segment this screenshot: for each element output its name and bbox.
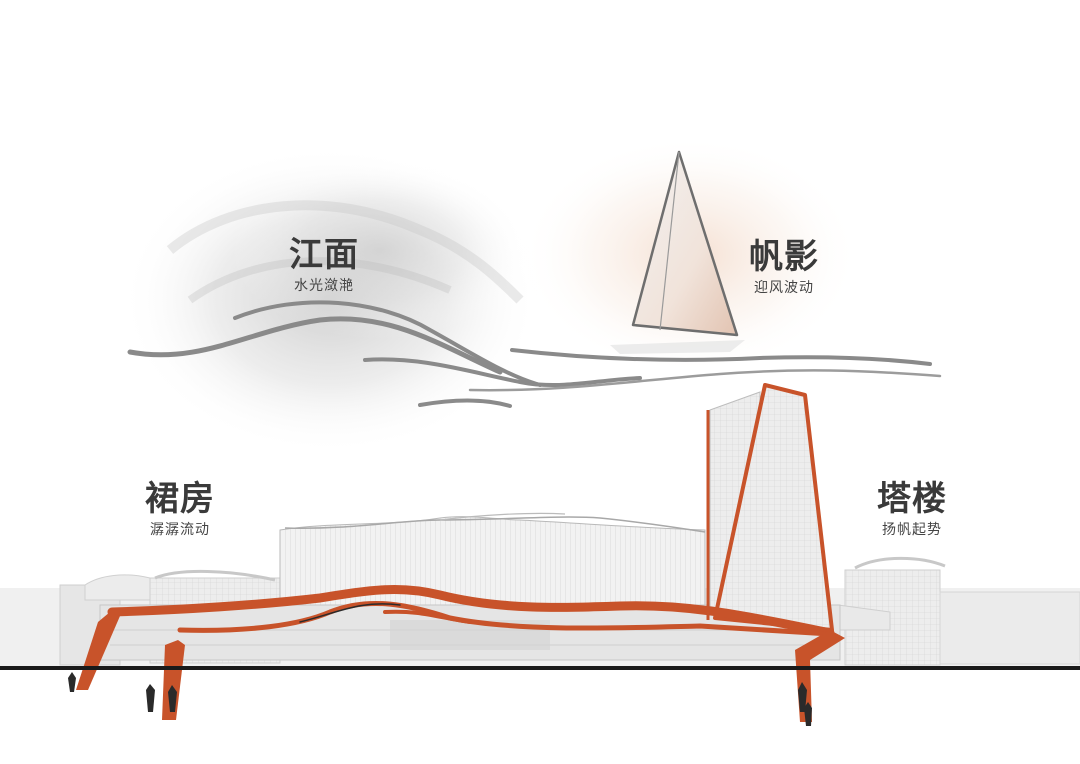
label-podium-title: 裙房 xyxy=(145,479,215,519)
river-mist xyxy=(120,145,540,455)
sail-icon xyxy=(610,150,745,354)
ground-line xyxy=(0,666,1080,670)
label-river-surface: 江面 水光潋滟 xyxy=(278,238,370,293)
label-tower-subtitle: 扬帆起势 xyxy=(882,522,942,538)
tower-building xyxy=(706,383,834,632)
label-sail-shadow: 帆影 迎风波动 xyxy=(738,240,830,295)
label-sail-shadow-title: 帆影 xyxy=(749,237,819,277)
wave-lines xyxy=(127,300,942,408)
label-tower: 塔楼 扬帆起势 xyxy=(866,482,958,537)
human-figures xyxy=(68,672,812,726)
entrance-ramps xyxy=(76,612,845,722)
label-podium: 裙房 潺潺流动 xyxy=(134,482,226,537)
label-river-surface-title: 江面 xyxy=(289,235,359,275)
flow-ribbons xyxy=(107,584,835,638)
label-podium-subtitle: 潺潺流动 xyxy=(150,522,210,538)
label-sail-shadow-subtitle: 迎风波动 xyxy=(754,280,814,296)
label-river-surface-subtitle: 水光潋滟 xyxy=(294,278,354,294)
label-tower-title: 塔楼 xyxy=(877,479,947,519)
